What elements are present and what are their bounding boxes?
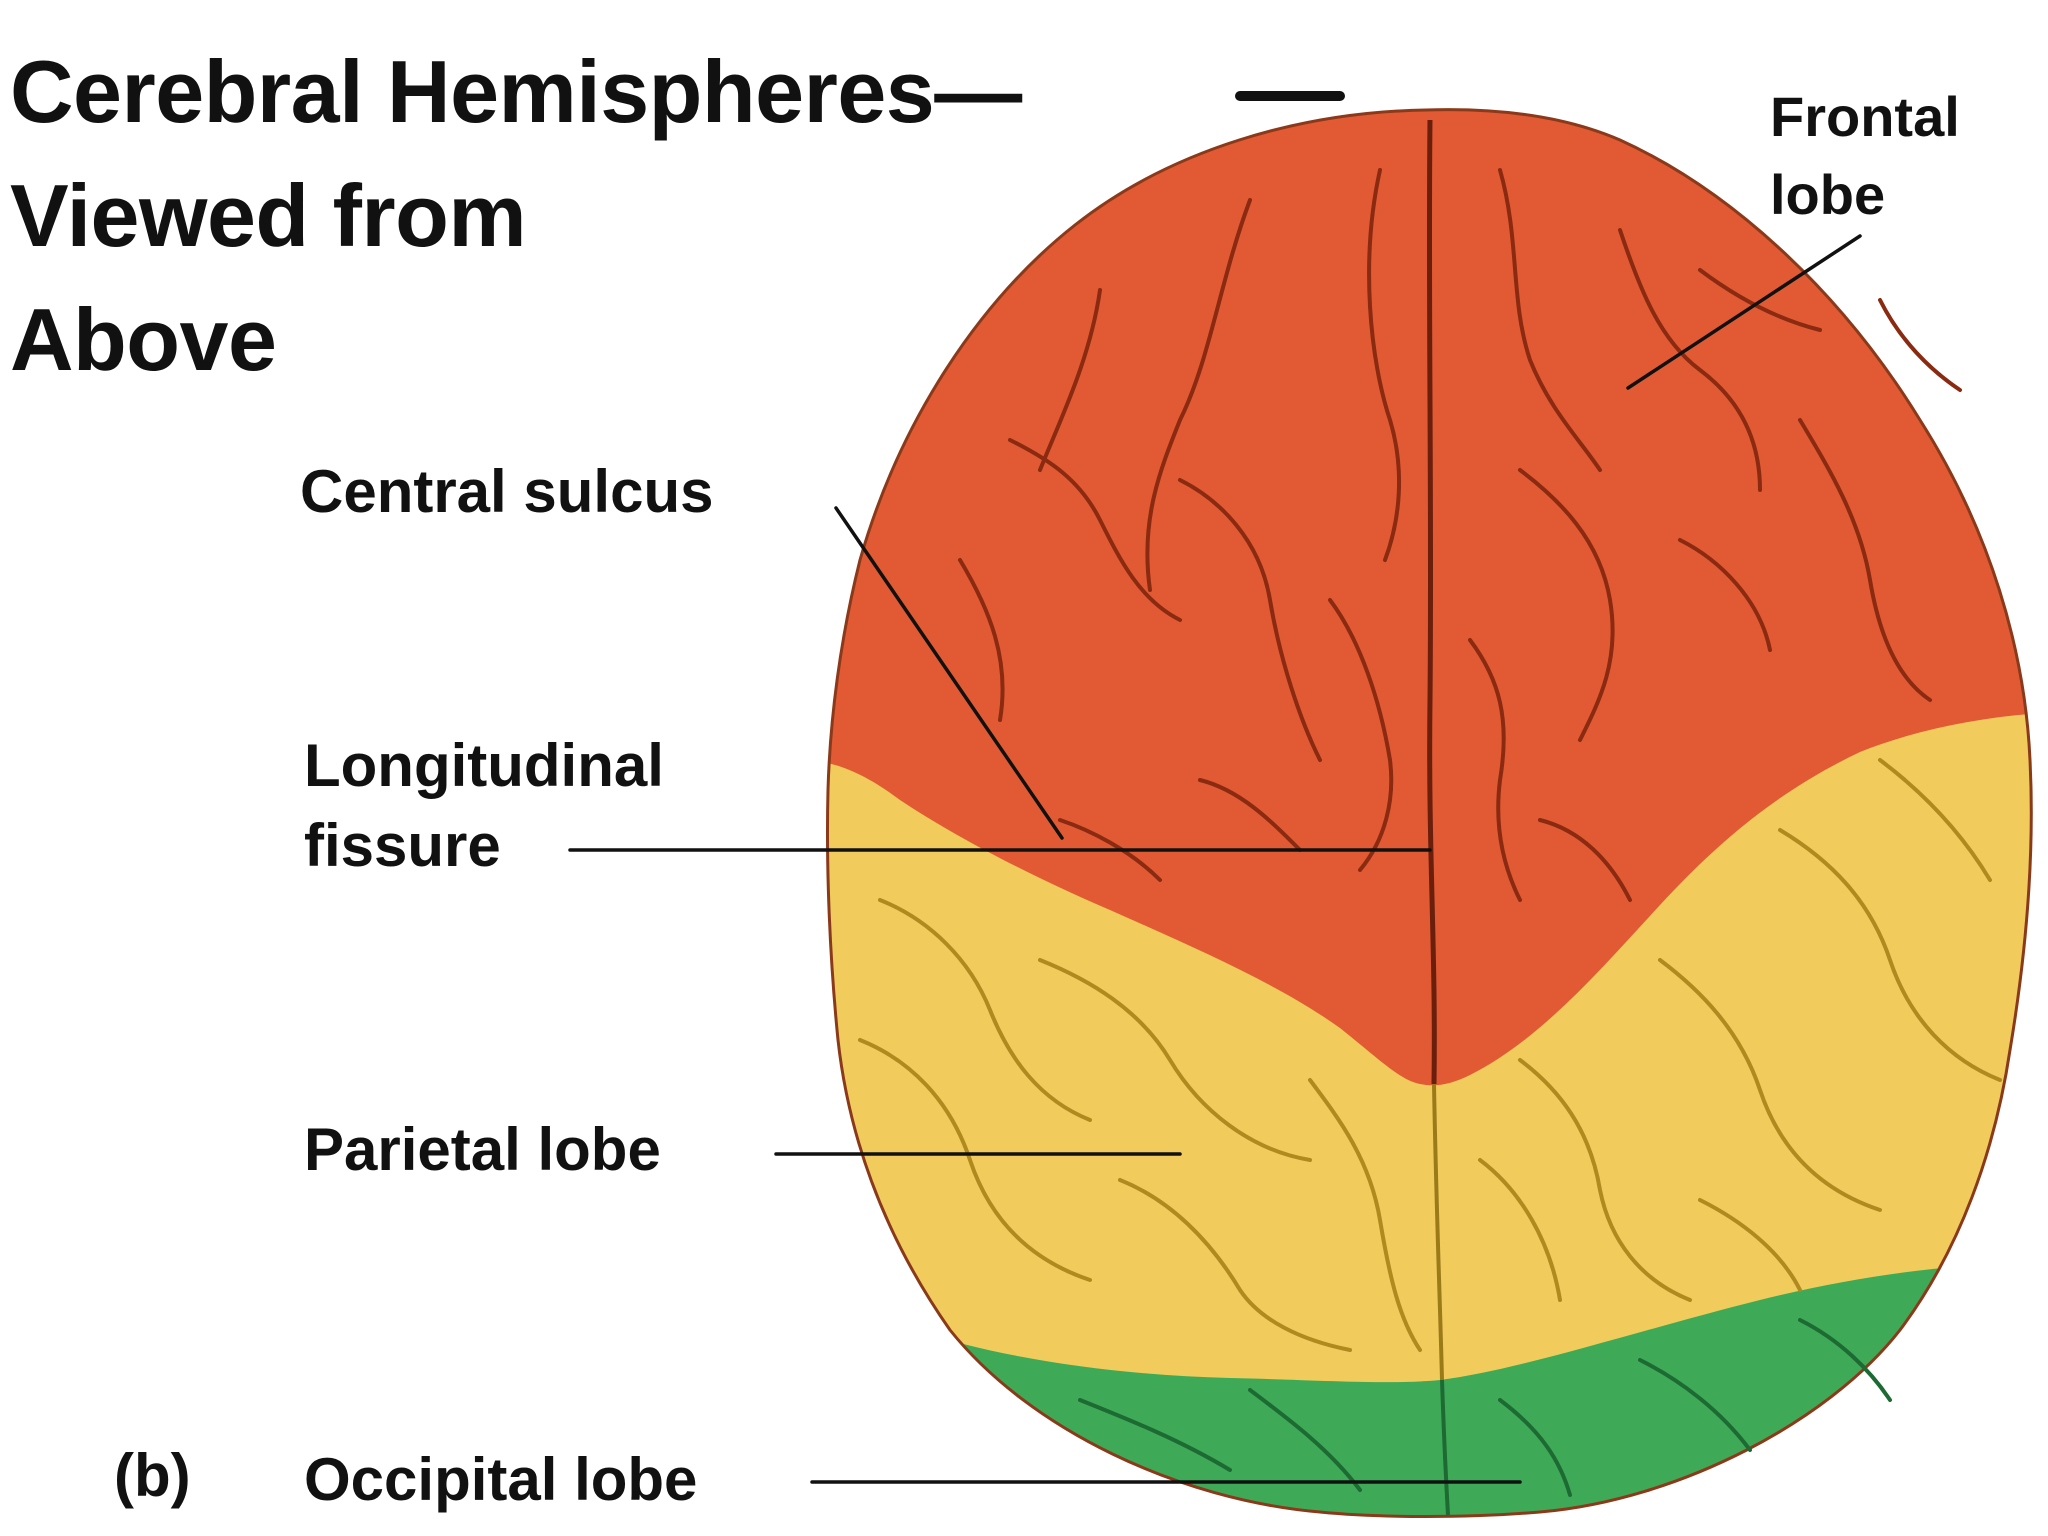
parietal-lobe-label: Parietal lobe [304, 1116, 661, 1183]
frontal-lobe-label-line-2: lobe [1770, 163, 1886, 226]
longitudinal-fissure-label-line-2: fissure [304, 812, 501, 879]
parietal-sulci [858, 758, 2002, 1352]
longitudinal-fissure-line [1426, 119, 1437, 1085]
frontal-lobe-leader [1626, 234, 1862, 390]
midline-parietal [1432, 1083, 1444, 1381]
central-sulcus-leader [834, 506, 1064, 840]
brain-lobes [827, 109, 2032, 1517]
frontal-lobe-label-line-1: Frontal [1770, 85, 1960, 148]
title-line-3: Above [10, 290, 277, 389]
longitudinal-fissure-label-line-1: Longitudinal [304, 732, 664, 799]
occipital-sulci [1078, 1318, 1892, 1497]
occipital-lobe-label: Occipital lobe [304, 1446, 698, 1513]
brain-outline [825, 108, 2033, 1518]
leader-lines [568, 91, 1862, 1484]
frontal-lobe-region [827, 109, 2032, 1086]
title-line-2: Viewed from [10, 166, 527, 265]
panel-label: (b) [114, 1442, 191, 1509]
title-line-1: Cerebral Hemispheres— [10, 42, 1022, 141]
central-sulcus-label: Central sulcus [300, 458, 714, 525]
midline-occipital [1440, 1379, 1450, 1516]
frontal-sulci [958, 168, 1962, 902]
